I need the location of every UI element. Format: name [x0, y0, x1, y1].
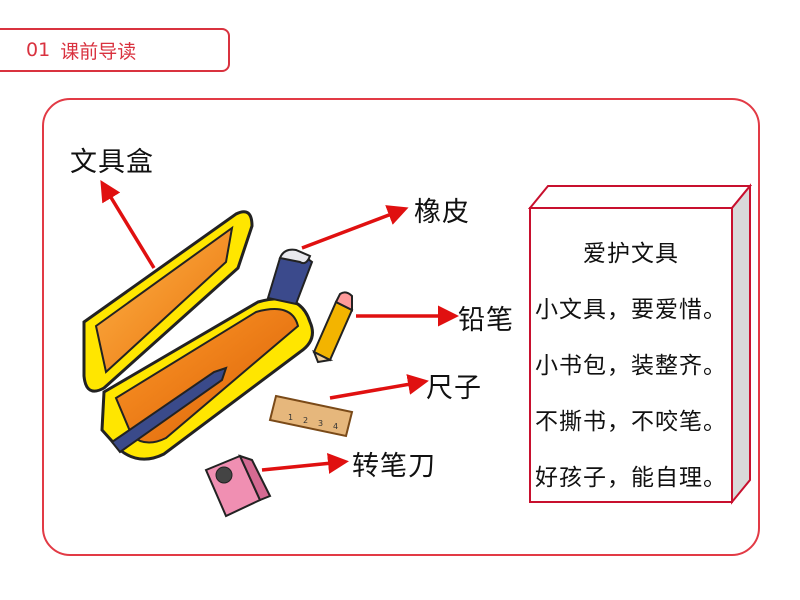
pencil-icon: [312, 291, 354, 364]
ruler-tick-label: 4: [333, 422, 338, 431]
arrow-sharpener: [261, 452, 349, 474]
pointer-arrows: [100, 180, 459, 474]
poem-line: 不撕书，不咬笔。: [535, 409, 727, 435]
label-ruler: 尺子: [426, 373, 482, 404]
poem-text: 爱护文具 小文具，要爱惜。 小书包，装整齐。 不撕书，不咬笔。 好孩子，能自理。: [530, 208, 732, 502]
label-eraser: 橡皮: [414, 197, 470, 228]
poem-line: 好孩子，能自理。: [535, 465, 727, 491]
arrow-pencil-case: [100, 180, 156, 269]
section-number: 01: [26, 39, 51, 61]
label-pencil: 铅笔: [458, 305, 514, 336]
ruler-tick-label: 1: [288, 413, 293, 422]
ruler-tick-label: 2: [303, 416, 308, 425]
arrow-ruler: [329, 374, 429, 400]
poem-line: 小书包，装整齐。: [535, 353, 727, 379]
section-header: 01 课前导读: [0, 28, 230, 72]
poem-line: 小文具，要爱惜。: [535, 297, 727, 323]
pencil-case-icon: [82, 210, 314, 461]
poem-book: [527, 183, 753, 505]
ruler-tick-label: 3: [318, 419, 323, 428]
sharpener-icon: [204, 454, 272, 518]
label-pencil-case: 文具盒: [70, 147, 154, 178]
content-panel: [42, 98, 760, 556]
arrow-eraser: [301, 205, 409, 250]
label-sharpener: 转笔刀: [352, 451, 436, 482]
section-title: 课前导读: [60, 40, 137, 63]
ruler-icon: 1 2 3 4: [268, 394, 354, 438]
eraser-icon: [266, 248, 314, 306]
poem-title: 爱护文具: [583, 241, 679, 267]
